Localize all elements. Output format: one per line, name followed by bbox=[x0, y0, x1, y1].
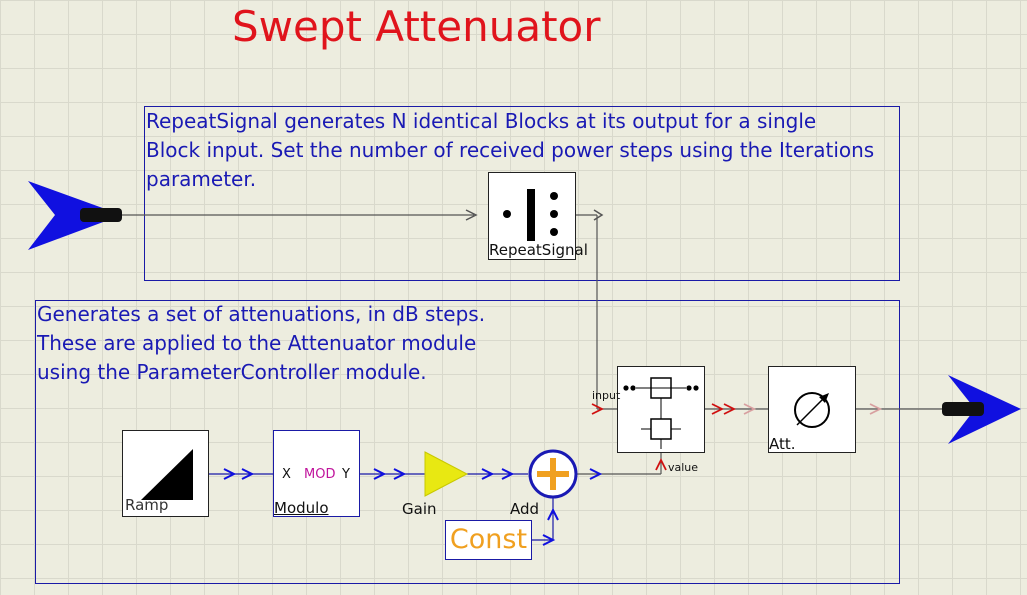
attenuator-label: Att. bbox=[769, 435, 796, 453]
arrowhead-att-out bbox=[869, 403, 883, 415]
attenuations-note-box bbox=[35, 300, 900, 584]
arrowhead-att-in bbox=[743, 403, 757, 415]
gain-label: Gain bbox=[402, 500, 437, 518]
attenuator-dial-icon bbox=[794, 392, 830, 428]
diagram-title: Swept Attenuator bbox=[232, 2, 601, 51]
attenuations-note-text: Generates a set of attenuations, in dB s… bbox=[37, 302, 486, 384]
repeat-signal-label: RepeatSignal bbox=[489, 241, 588, 259]
controller-value-port-label: value bbox=[668, 461, 699, 474]
parameter-controller-icon bbox=[623, 377, 699, 449]
arrowhead-controller-input bbox=[591, 403, 605, 415]
arrowhead-add-bottom-in bbox=[547, 507, 559, 521]
ramp-icon bbox=[141, 449, 193, 500]
arrowhead-const-out bbox=[542, 534, 556, 546]
repeat-signal-icon bbox=[503, 189, 558, 241]
ramp-block[interactable]: Ramp bbox=[122, 430, 209, 517]
ramp-label: Ramp bbox=[125, 496, 169, 514]
const-block[interactable]: Const bbox=[445, 520, 532, 560]
add-label: Add bbox=[510, 500, 540, 518]
parameter-controller-block[interactable] bbox=[617, 366, 705, 453]
repeat-signal-block[interactable]: RepeatSignal bbox=[488, 172, 588, 260]
modulo-mod-text: MOD bbox=[304, 467, 336, 482]
modulo-block[interactable]: X MOD Y Modulo bbox=[273, 430, 360, 517]
arrowhead-controller-out-2 bbox=[723, 403, 737, 415]
modulo-y-port: Y bbox=[342, 467, 350, 482]
arrowhead-add-out bbox=[589, 468, 603, 480]
arrowhead-controller-value bbox=[655, 457, 667, 471]
repeat-note-box bbox=[144, 106, 900, 281]
arrowhead-modulo-in bbox=[241, 468, 255, 480]
gain-triangle[interactable] bbox=[424, 451, 469, 497]
repeat-note-text: RepeatSignal generates N identical Block… bbox=[146, 109, 875, 191]
arrowhead-repeat-in bbox=[465, 209, 478, 221]
arrowhead-controller-out-1 bbox=[711, 403, 725, 415]
input-port-arrow[interactable] bbox=[28, 181, 122, 250]
arrowhead-ramp-out bbox=[223, 468, 237, 480]
output-port-connector[interactable] bbox=[942, 402, 984, 416]
arrowhead-gain-out bbox=[481, 468, 495, 480]
output-port-arrow[interactable] bbox=[948, 375, 1021, 444]
input-port-connector[interactable] bbox=[80, 208, 122, 222]
modulo-label: Modulo bbox=[274, 499, 329, 517]
attenuator-block[interactable]: Att. bbox=[768, 366, 856, 453]
arrowhead-add-in bbox=[501, 468, 515, 480]
modulo-x-port: X bbox=[282, 467, 291, 482]
controller-input-port-label: input bbox=[592, 389, 621, 402]
arrowhead-gain-in bbox=[393, 468, 407, 480]
arrowhead-modulo-out bbox=[373, 468, 387, 480]
